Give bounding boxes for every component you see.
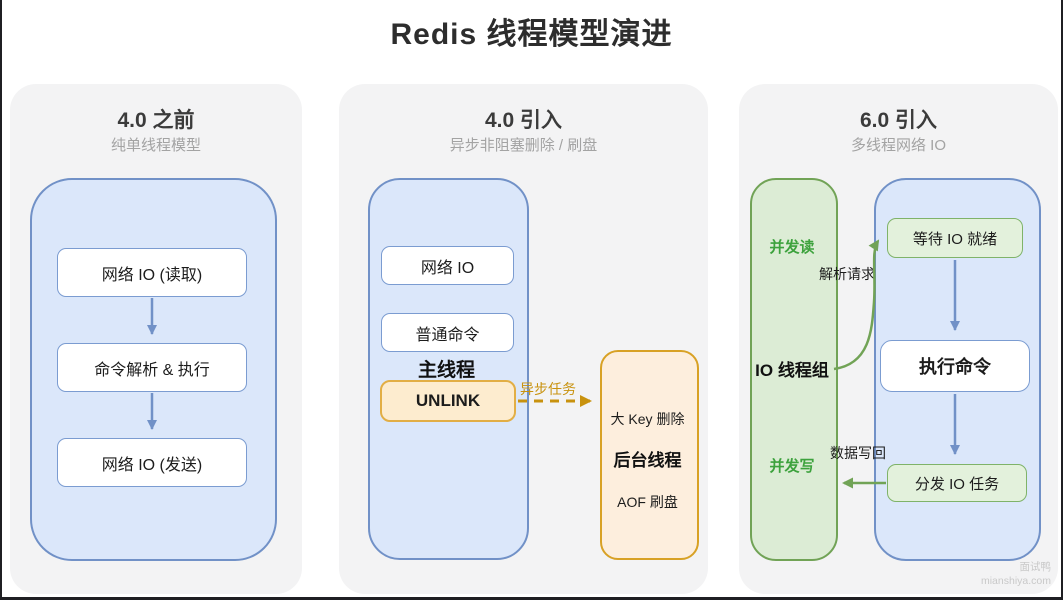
background-thread-label: 后台线程 [613,451,682,470]
async-task-label: 异步任务 [520,381,576,397]
dispatch-io-tasks-box: 分发 IO 任务 [887,464,1027,502]
panel-4-0-subheading: 异步非阻塞删除 / 刷盘 [449,137,598,154]
unlink-box: UNLINK [380,380,516,422]
panel-before-4-heading: 4.0 之前 [117,109,195,132]
aof-flush-label: AOF 刷盘 [617,494,678,510]
concurrent-write-label: 并发写 [769,458,815,475]
step-command-parse-exec: 命令解析 & 执行 [57,343,247,392]
concurrent-read-label: 并发读 [769,239,815,256]
execute-command-box: 执行命令 [880,340,1030,392]
panel-6-0-subheading: 多线程网络 IO [850,137,946,154]
main-thread-normal-command: 普通命令 [381,313,514,352]
wait-io-ready-box: 等待 IO 就绪 [887,218,1023,258]
data-write-back-label: 数据写回 [830,445,886,461]
main-thread-label: 主线程 [417,360,475,381]
watermark: 面试鸭 mianshiya.com [981,560,1051,588]
watermark-brand: 面试鸭 [1019,561,1052,573]
panel-6-0-heading: 6.0 引入 [859,109,938,132]
step-network-io-read: 网络 IO (读取) [57,248,247,297]
background-thread-container [600,350,699,560]
parse-request-label: 解析请求 [819,266,875,282]
step-network-io-send: 网络 IO (发送) [57,438,247,487]
panel-4-0-heading: 4.0 引入 [484,109,563,132]
io-thread-group-label: IO 线程组 [755,361,829,380]
big-key-delete-label: 大 Key 删除 [610,411,685,427]
watermark-domain: mianshiya.com [980,575,1051,588]
page-title: Redis 线程模型演进 [390,18,673,51]
main-thread-network-io: 网络 IO [381,246,514,285]
main-thread-container [368,178,529,560]
panel-before-4-subheading: 纯单线程模型 [110,137,201,154]
